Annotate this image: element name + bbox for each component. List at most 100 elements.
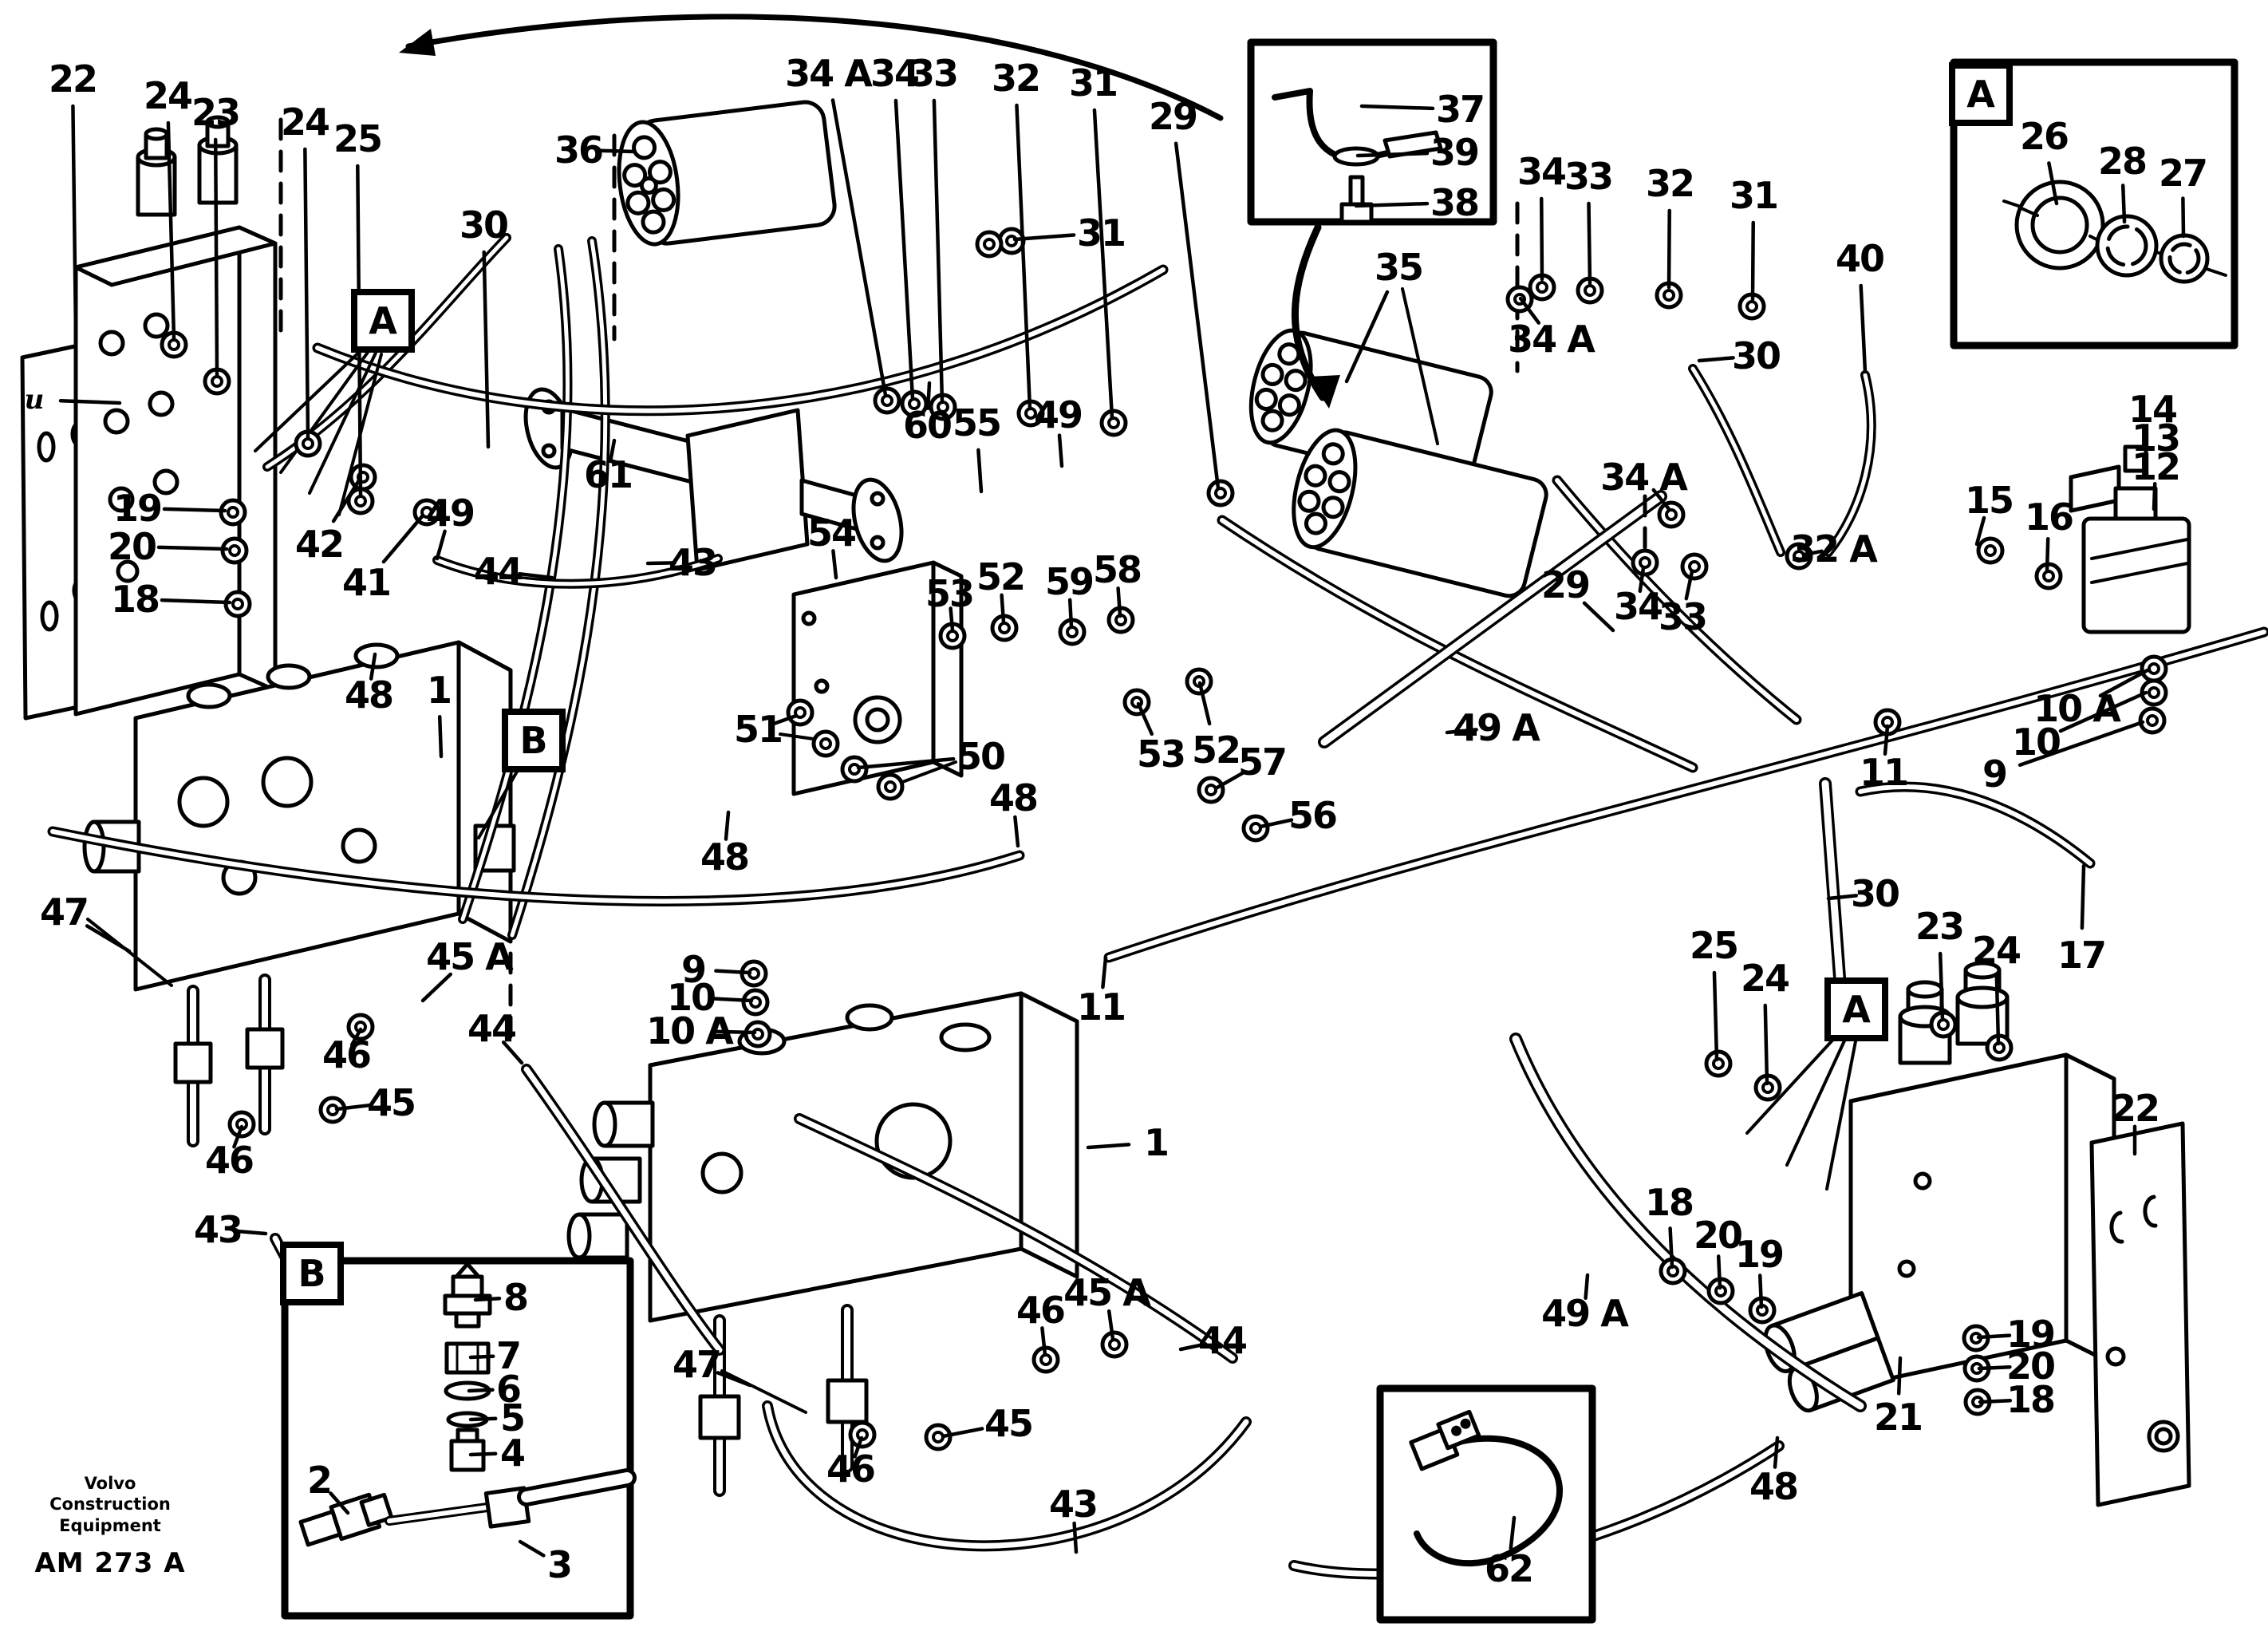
detail-marker-b: B xyxy=(280,1242,344,1305)
part-callout-6: 6 xyxy=(495,1368,522,1411)
part-callout-50: 50 xyxy=(956,735,1006,778)
part-callout-23: 23 xyxy=(191,91,241,134)
part-callout-33: 33 xyxy=(1658,595,1708,638)
part-callout-19: 19 xyxy=(1734,1233,1785,1276)
part-callout-32: 32 xyxy=(991,57,1041,100)
part-callout-46: 46 xyxy=(321,1033,372,1076)
part-callout-43: 43 xyxy=(1048,1483,1099,1526)
part-callout-46: 46 xyxy=(204,1139,254,1182)
part-callout-43: 43 xyxy=(668,541,718,584)
part-callout-9: 9 xyxy=(680,948,707,991)
detail-marker-a: A xyxy=(351,289,415,353)
part-callout-49a: 49 A xyxy=(1541,1292,1629,1335)
part-callout-45a: 45 A xyxy=(1063,1271,1151,1314)
part-callout-56: 56 xyxy=(1288,794,1338,837)
part-callout-49a: 49 A xyxy=(1453,706,1540,749)
part-callout-32: 32 xyxy=(1645,162,1695,205)
part-callout-48: 48 xyxy=(700,835,750,879)
part-callout-35: 35 xyxy=(1374,246,1424,289)
part-callout-24: 24 xyxy=(1971,929,2021,972)
filter-cylinder-36 xyxy=(617,100,837,247)
part-callout-36: 36 xyxy=(554,128,604,172)
part-callout-2: 2 xyxy=(306,1459,333,1502)
brand-line-1: Volvo Construction xyxy=(49,1474,171,1514)
part-callout-31: 31 xyxy=(1076,211,1126,255)
part-callout-27: 27 xyxy=(2158,152,2208,195)
part-callout-48: 48 xyxy=(344,673,394,717)
part-callout-17: 17 xyxy=(2057,934,2107,977)
part-callout-30: 30 xyxy=(459,203,509,247)
part-callout-51: 51 xyxy=(733,708,783,751)
part-callout-45: 45 xyxy=(366,1081,416,1124)
inset-clamp-bracket-detail xyxy=(1247,38,1497,226)
part-callout-18: 18 xyxy=(1644,1181,1694,1224)
part-callout-33: 33 xyxy=(909,52,959,95)
part-callout-46: 46 xyxy=(826,1447,876,1491)
part-callout-43: 43 xyxy=(193,1208,243,1251)
part-callout-9: 9 xyxy=(1982,752,2008,796)
part-callout-57: 57 xyxy=(1237,740,1288,784)
inset-fitting-A-content xyxy=(2002,180,2227,284)
part-callout-53: 53 xyxy=(925,572,975,615)
part-callout-46: 46 xyxy=(1016,1289,1066,1332)
part-callout-25: 25 xyxy=(1689,924,1739,967)
part-callout-49: 49 xyxy=(1033,393,1083,436)
part-callout-11: 11 xyxy=(1076,985,1126,1029)
part-callout-54: 54 xyxy=(807,511,857,555)
part-callout-44: 44 xyxy=(473,550,523,593)
part-callout-39: 39 xyxy=(1430,131,1480,174)
detail-marker-a: A xyxy=(1824,977,1888,1041)
part-callout-18: 18 xyxy=(110,578,160,621)
part-callout-21: 21 xyxy=(1873,1396,1923,1439)
part-callout-31: 31 xyxy=(1068,61,1118,105)
inset-strap-62-content xyxy=(1409,1409,1564,1567)
detail-marker-a: A xyxy=(1949,62,2013,126)
part-callout-44: 44 xyxy=(1197,1319,1248,1362)
part-callout-1: 1 xyxy=(1143,1121,1169,1164)
drawing-number: AM 273 A xyxy=(34,1546,186,1579)
inset-clamp-bracket-content xyxy=(1272,88,1443,224)
part-callout-61: 61 xyxy=(583,453,633,496)
part-callout-55: 55 xyxy=(952,401,1002,444)
part-callout-53: 53 xyxy=(1136,733,1186,776)
part-callout-32a: 32 A xyxy=(1790,527,1878,571)
part-callout-59: 59 xyxy=(1044,560,1095,603)
part-callout-1: 1 xyxy=(426,669,452,712)
part-callout-7: 7 xyxy=(495,1334,522,1377)
solenoid-valve-12 xyxy=(2069,444,2191,634)
part-callout-42: 42 xyxy=(294,523,345,566)
part-callout-34: 34 xyxy=(870,52,920,95)
pipe-assembly-61 xyxy=(523,387,904,572)
pilot-valve-block-u xyxy=(73,115,278,717)
part-callout-38: 38 xyxy=(1430,181,1480,224)
part-callout-3: 3 xyxy=(546,1543,573,1586)
part-callout-16: 16 xyxy=(2024,496,2074,539)
part-callout-20: 20 xyxy=(1693,1214,1743,1257)
part-callout-58: 58 xyxy=(1092,548,1142,591)
part-callout-52: 52 xyxy=(976,555,1026,598)
part-callout-49: 49 xyxy=(425,492,475,535)
part-callout-5: 5 xyxy=(499,1396,526,1439)
detail-marker-b: B xyxy=(502,709,566,772)
part-callout-34a: 34 A xyxy=(1508,318,1595,361)
part-callout-12: 12 xyxy=(2131,445,2181,488)
part-callout-15: 15 xyxy=(1964,479,2014,522)
part-callout-30: 30 xyxy=(1850,872,1900,915)
part-callout-47: 47 xyxy=(672,1343,722,1386)
part-callout-52: 52 xyxy=(1191,729,1241,772)
part-callout-37: 37 xyxy=(1435,88,1485,131)
callout-leader-lines xyxy=(58,98,2186,1558)
part-callout-34: 34 xyxy=(1517,150,1567,193)
part-callout-8: 8 xyxy=(503,1276,529,1319)
part-callout-24: 24 xyxy=(143,74,193,117)
part-callout-u: u xyxy=(24,384,45,416)
part-callout-26: 26 xyxy=(2019,115,2069,158)
part-callout-25: 25 xyxy=(333,117,383,160)
part-callout-4: 4 xyxy=(499,1432,526,1475)
part-callout-22: 22 xyxy=(48,57,98,101)
part-callout-40: 40 xyxy=(1835,237,1885,280)
part-callout-10: 10 xyxy=(2011,721,2061,764)
brand-line-2: Equipment xyxy=(59,1515,161,1535)
